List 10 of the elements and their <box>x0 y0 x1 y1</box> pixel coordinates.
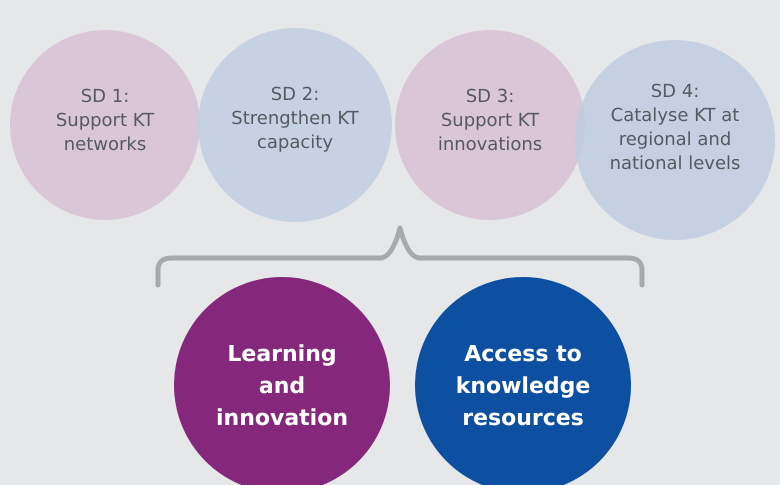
circle-label: Catalyse KT at regional and national levels <box>608 104 742 176</box>
circle-label: Learning and innovation <box>215 341 349 433</box>
circle-label: Support KT innovations <box>436 109 544 157</box>
circle-label: Support KT networks <box>54 109 156 157</box>
circle-label: Strengthen KT capacity <box>230 107 360 155</box>
circle-heading: SD 2: <box>270 83 320 107</box>
circle-heading: SD 1: <box>80 85 130 109</box>
circle-label: Access to knowledge resources <box>455 341 591 433</box>
circle-heading: SD 4: <box>650 80 700 104</box>
circle-heading: SD 3: <box>466 85 514 109</box>
